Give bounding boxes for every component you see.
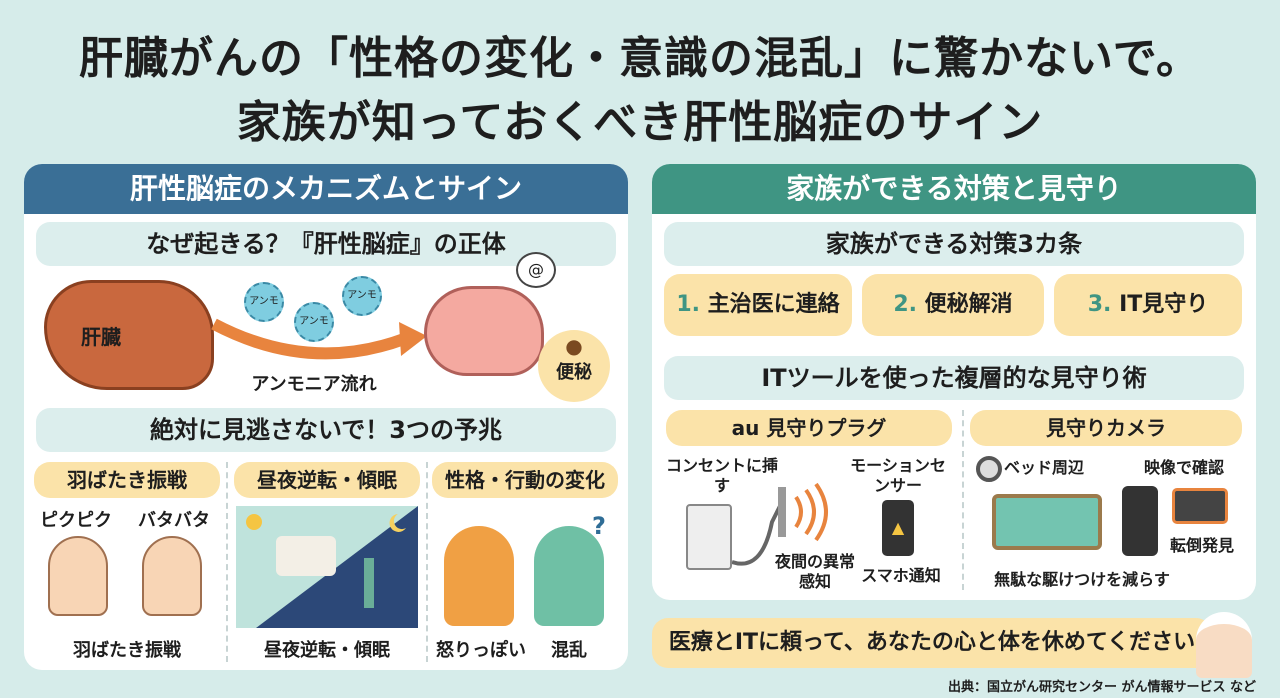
- outlet-icon: [686, 504, 732, 570]
- ammonia-icon: アンモ: [294, 302, 334, 342]
- sign-personality-title: 性格・行動の変化: [432, 462, 618, 498]
- hand-icon: [48, 536, 108, 616]
- it-title: ITツールを使った複層的な見守り術: [664, 356, 1244, 400]
- why-title: なぜ起きる？『肝性脳症』の正体: [36, 222, 616, 266]
- confusion-bubble-icon: @: [516, 252, 556, 288]
- sign-flap-label: バタバタ: [138, 510, 210, 531]
- family-header: 家族ができる対策と見守り: [652, 164, 1256, 214]
- main-title-line1: 肝臓がんの「性格の変化・意識の混乱」に驚かないで。: [79, 33, 1201, 84]
- nurse-icon: [1196, 612, 1252, 678]
- ammonia-icon: アンモ: [244, 282, 284, 322]
- phone-bell-icon: ▲: [882, 500, 914, 556]
- reduce-label: 無駄な駆けつけを減らす: [994, 570, 1170, 589]
- camera-icon: [976, 456, 1002, 482]
- measures-title: 家族ができる対策3カ条: [664, 222, 1244, 266]
- constipation-label: 便秘: [556, 362, 592, 383]
- source-note: 出典：国立がん研究センター がん情報サービス など: [947, 680, 1256, 695]
- divider: [962, 410, 964, 590]
- hand-icon: [142, 536, 202, 616]
- night-detect-label: 夜間の異常感知: [774, 552, 855, 591]
- bed-icon: [992, 494, 1102, 550]
- angry-person-icon: [444, 526, 514, 626]
- fall-video-icon: [1172, 488, 1228, 524]
- measure-item-it: 3. IT見守り: [1054, 274, 1242, 336]
- constipation-badge: ● 便秘: [538, 330, 610, 402]
- signs-title: 絶対に見逃さないで！3つの予兆: [36, 408, 616, 452]
- confused-caption: 混乱: [551, 640, 587, 661]
- measure-item-constipation: 2. 便秘解消: [862, 274, 1044, 336]
- flow-arrow-icon: [211, 318, 427, 360]
- sign-daynight-title: 昼夜逆転・傾眠: [234, 462, 420, 498]
- outlet-label: コンセントに挿す: [665, 456, 778, 495]
- camera-title: 見守りカメラ: [970, 410, 1242, 446]
- sign-daynight-caption: 昼夜逆転・傾眠: [264, 640, 390, 661]
- measure-item-contact: 1. 主治医に連絡: [664, 274, 852, 336]
- sign-flapping-title: 羽ばたき振戦: [34, 462, 220, 498]
- footer-message: 医療とITに頼って、あなたの心と体を休めてください: [652, 618, 1212, 668]
- motion-label: モーションセンサー: [850, 456, 946, 495]
- sensor-waves-icon: [732, 482, 828, 566]
- ammonia-icon: アンモ: [342, 276, 382, 316]
- sign-flapping-caption: 羽ばたき振戦: [73, 640, 181, 661]
- brain-icon: [424, 286, 544, 376]
- family-panel: 家族ができる対策と見守り 家族ができる対策3カ条 1. 主治医に連絡 2. 便秘…: [652, 164, 1256, 600]
- question-icon: ?: [592, 512, 606, 540]
- confused-person-icon: [534, 526, 604, 626]
- phone-camera-icon: [1122, 486, 1158, 556]
- poop-icon: ●: [565, 334, 583, 358]
- sign-twitch-label: ピクピク: [40, 510, 112, 531]
- divider: [426, 462, 428, 662]
- liver-icon: 肝臓: [44, 280, 214, 390]
- angry-caption: 怒りっぽい: [436, 640, 526, 661]
- bed-area-label: ベッド周辺: [1004, 458, 1085, 477]
- video-check-label: 映像で確認: [1144, 458, 1225, 477]
- plug-title: au 見守りプラグ: [666, 410, 952, 446]
- liver-label: 肝臓: [81, 325, 121, 349]
- phone-notify-label: スマホ通知: [861, 566, 941, 585]
- ammonia-flow-label: アンモニア流れ: [251, 374, 377, 395]
- main-title-line2: 家族が知っておくべき肝性脳症のサイン: [236, 97, 1044, 148]
- mechanism-header: 肝性脳症のメカニズムとサイン: [24, 164, 628, 214]
- divider: [226, 462, 228, 662]
- fall-detect-label: 転倒発見: [1170, 536, 1235, 555]
- day-night-illustration: [236, 506, 418, 628]
- mechanism-panel: 肝性脳症のメカニズムとサイン なぜ起きる？『肝性脳症』の正体 肝臓 アンモ アン…: [24, 164, 628, 670]
